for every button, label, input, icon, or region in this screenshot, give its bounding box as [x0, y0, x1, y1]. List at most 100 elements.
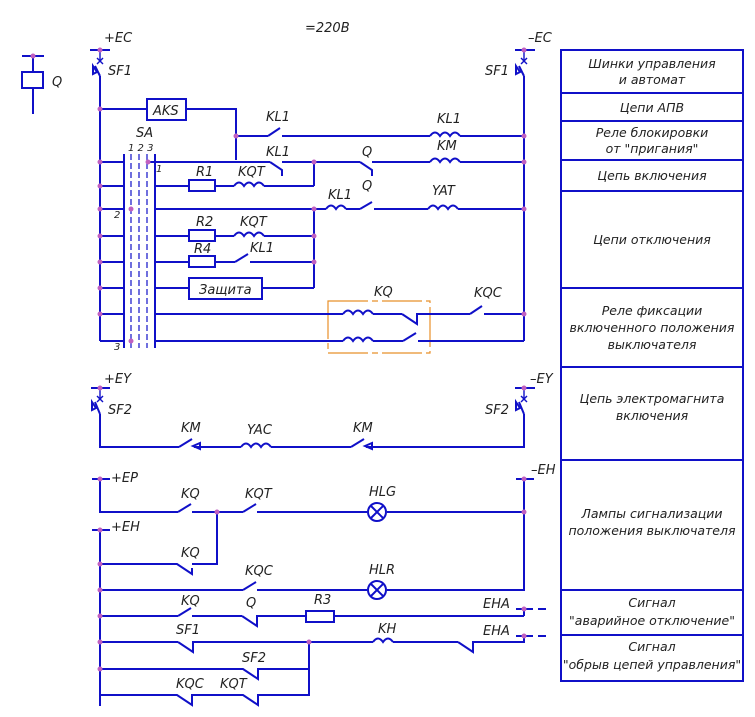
protection-label: Защита: [199, 283, 252, 298]
sa-label: SA: [136, 126, 153, 141]
kq-coil-2: [342, 336, 374, 343]
description-table: [560, 49, 744, 682]
hlg-lamp: [367, 502, 387, 522]
sf1-sig-label: SF1: [176, 623, 200, 638]
yat-label: YAT: [432, 184, 456, 199]
km-contact-1: [178, 438, 193, 448]
kqc-2-label: KQC: [245, 564, 274, 579]
kqt-coil-1: [233, 181, 265, 188]
table-row-8-line-1: Лампы сигнализации: [580, 506, 722, 521]
breaker-sf2-left: [91, 385, 110, 415]
r1-resistor: [188, 179, 216, 192]
sf1-right-label: SF1: [485, 64, 509, 79]
kq-1-label: KQ: [181, 487, 200, 502]
legend-relay-label: Q: [52, 75, 62, 90]
bus-plus-ey: +EY: [104, 372, 132, 387]
sf2-left-label: SF2: [108, 403, 132, 418]
km-contact-2: [350, 438, 365, 448]
table-row-6-line-1: Реле фиксации: [602, 303, 703, 318]
r3-resistor: [305, 610, 335, 623]
r4-resistor: [188, 255, 216, 268]
kl1-apv-contact: [267, 127, 281, 137]
q-no-contact: [359, 201, 373, 210]
km-1-label: KM: [181, 421, 201, 436]
yac-coil: [240, 442, 272, 449]
km-coil: [429, 157, 461, 164]
kl1-coil-2: [325, 204, 347, 211]
voltage-label: =220В: [305, 21, 350, 36]
bus-plus-ec: +EC: [104, 31, 133, 46]
kl1-coil: [429, 131, 461, 138]
kq-3-label: KQ: [181, 594, 200, 609]
kqc-3-label: KQC: [176, 677, 205, 692]
km-2-label: KM: [353, 421, 373, 436]
kqt-4-label: KQT: [220, 677, 248, 692]
table-row-1-line-2: и автомат: [619, 72, 686, 87]
table-row-10-line-2: "обрыв цепей управления": [563, 657, 741, 672]
table-row-10-line-1: Сигнал: [628, 639, 675, 654]
table-row-4: Цепь включения: [597, 168, 707, 183]
kq-coil-1: [342, 309, 374, 316]
breaker-sf1-right: [515, 47, 535, 77]
q-nc-label: Q: [362, 145, 372, 160]
sa-columns: 1 2 3: [128, 143, 153, 154]
table-row-7-line-1: Цепь электромагнита: [580, 391, 725, 406]
bus-minus-ey: –EY: [530, 372, 554, 387]
kqt-contact-3: [242, 503, 257, 513]
table-row-3-line-1: Реле блокировки: [596, 125, 709, 140]
kqc-contact-2: [242, 581, 257, 591]
sf2-right-label: SF2: [485, 403, 509, 418]
kl1-nc-contact: [269, 161, 283, 176]
hlr-label: HLR: [369, 563, 395, 578]
table-row-1-line-1: Шинки управления: [588, 56, 716, 71]
hlr-lamp: [367, 580, 387, 600]
table-row-3-line-2: от "пригания": [606, 141, 699, 156]
hlg-label: HLG: [369, 485, 396, 500]
table-row-9-line-1: Сигнал: [628, 595, 675, 610]
kqc-contact: [469, 305, 483, 315]
breaker-sf2-right: [515, 385, 535, 415]
q-nc-contact: [359, 161, 373, 176]
kq-relay-frame: [327, 300, 431, 354]
table-row-6-line-2: включенного положения: [570, 320, 735, 335]
yac-label: YAC: [247, 423, 273, 438]
eha-1-label: EHA: [483, 597, 510, 612]
yat-coil: [427, 204, 459, 211]
kqc-label: KQC: [474, 286, 503, 301]
r2-resistor: [188, 229, 216, 242]
kh-coil: [372, 637, 394, 644]
km-coil-label: KM: [437, 139, 457, 154]
sa-pos-3: 3: [114, 342, 120, 353]
kqt-3-label: KQT: [245, 487, 273, 502]
sf2-sig-label: SF2: [242, 651, 266, 666]
kl1-coil-label: KL1: [437, 112, 461, 127]
kq-2-label: KQ: [181, 546, 200, 561]
aks-label: AKS: [152, 104, 179, 119]
table-row-2: Цепи АПВ: [620, 100, 684, 115]
sa-pos-2: 2: [114, 210, 120, 221]
kl1-apv-label: KL1: [266, 110, 290, 125]
eha-2-label: EHA: [483, 624, 510, 639]
kl1-nc-label: KL1: [266, 145, 290, 160]
q-no-label: Q: [362, 179, 372, 194]
sa-pos-1: 1: [156, 164, 162, 175]
r3-label: R3: [314, 593, 331, 608]
breaker-sf1-left: [90, 47, 110, 77]
bus-plus-ep: +EP: [111, 471, 138, 486]
r1-label: R1: [196, 165, 213, 180]
q-3-label: Q: [246, 596, 256, 611]
table-row-9-line-2: "аварийное отключение": [569, 613, 735, 628]
bus-plus-eh: +EH: [111, 520, 140, 535]
bus-minus-ec: –EC: [528, 31, 553, 46]
kl1-no-label: KL1: [250, 241, 274, 256]
kqt-1-label: KQT: [238, 165, 266, 180]
kq-contact-3: [177, 607, 192, 617]
kq-contact-1: [177, 503, 192, 513]
kqt-coil-2: [233, 231, 265, 238]
table-row-8-line-2: положения выключателя: [568, 523, 736, 538]
kl1-coil2-label: KL1: [328, 188, 352, 203]
r4-label: R4: [194, 242, 211, 257]
kh-label: KH: [378, 622, 397, 637]
kq-label: KQ: [374, 285, 393, 300]
